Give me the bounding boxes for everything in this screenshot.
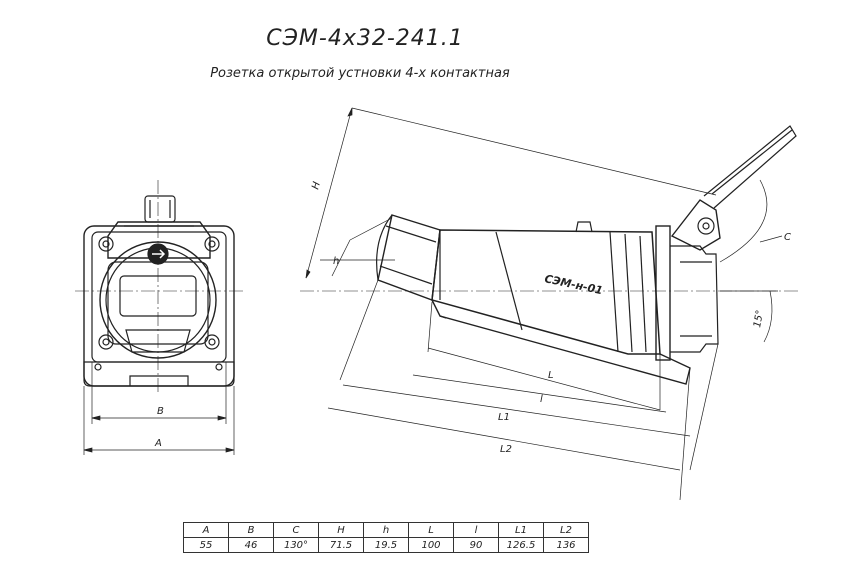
table-header-cell: A bbox=[183, 522, 229, 538]
dim-label-C: C bbox=[784, 232, 791, 243]
dim-label-L1: L1 bbox=[498, 412, 510, 423]
device-marking: СЭМ-н-01 bbox=[543, 272, 604, 297]
dimension-table: A B C H h L l L1 L2 55 46 130° 71.5 19.5… bbox=[183, 522, 589, 553]
table-header-cell: h bbox=[363, 522, 409, 538]
table-value-row: 55 46 130° 71.5 19.5 100 90 126.5 136 bbox=[183, 537, 589, 553]
dim-label-H: H bbox=[310, 180, 323, 191]
dim-label-A: A bbox=[154, 438, 162, 449]
side-view: СЭМ-н-01 bbox=[300, 125, 800, 385]
table-value-cell: 126.5 bbox=[498, 537, 544, 553]
drawing-subtitle: Розетка открытой устновки 4-х контактная bbox=[210, 66, 510, 81]
table-value-cell: 46 bbox=[228, 537, 274, 553]
table-value-cell: 55 bbox=[183, 537, 229, 553]
table-value-cell: 130° bbox=[273, 537, 319, 553]
dim-label-B: B bbox=[157, 406, 164, 417]
table-header-cell: H bbox=[318, 522, 364, 538]
dim-label-L2: L2 bbox=[500, 444, 512, 455]
table-header-cell: l bbox=[453, 522, 499, 538]
dim-label-l: l bbox=[540, 394, 543, 405]
table-value-cell: 90 bbox=[453, 537, 499, 553]
table-value-cell: 136 bbox=[543, 537, 589, 553]
front-view bbox=[75, 180, 245, 395]
table-header-cell: L1 bbox=[498, 522, 544, 538]
table-header-cell: L2 bbox=[543, 522, 589, 538]
side-dimensions bbox=[305, 107, 783, 501]
dim-label-h: h bbox=[333, 256, 339, 267]
dim-label-L-first: L bbox=[548, 370, 554, 381]
table-value-cell: 100 bbox=[408, 537, 454, 553]
table-header-cell: C bbox=[273, 522, 319, 538]
table-value-cell: 71.5 bbox=[318, 537, 364, 553]
table-value-cell: 19.5 bbox=[363, 537, 409, 553]
drawing-title: СЭМ-4х32-241.1 bbox=[266, 26, 464, 51]
table-header-cell: L bbox=[408, 522, 454, 538]
front-dimensions bbox=[83, 362, 235, 455]
table-header-cell: B bbox=[228, 522, 274, 538]
dim-label-angle: 15° bbox=[752, 309, 766, 328]
table-header-row: A B C H h L l L1 L2 bbox=[183, 522, 589, 538]
